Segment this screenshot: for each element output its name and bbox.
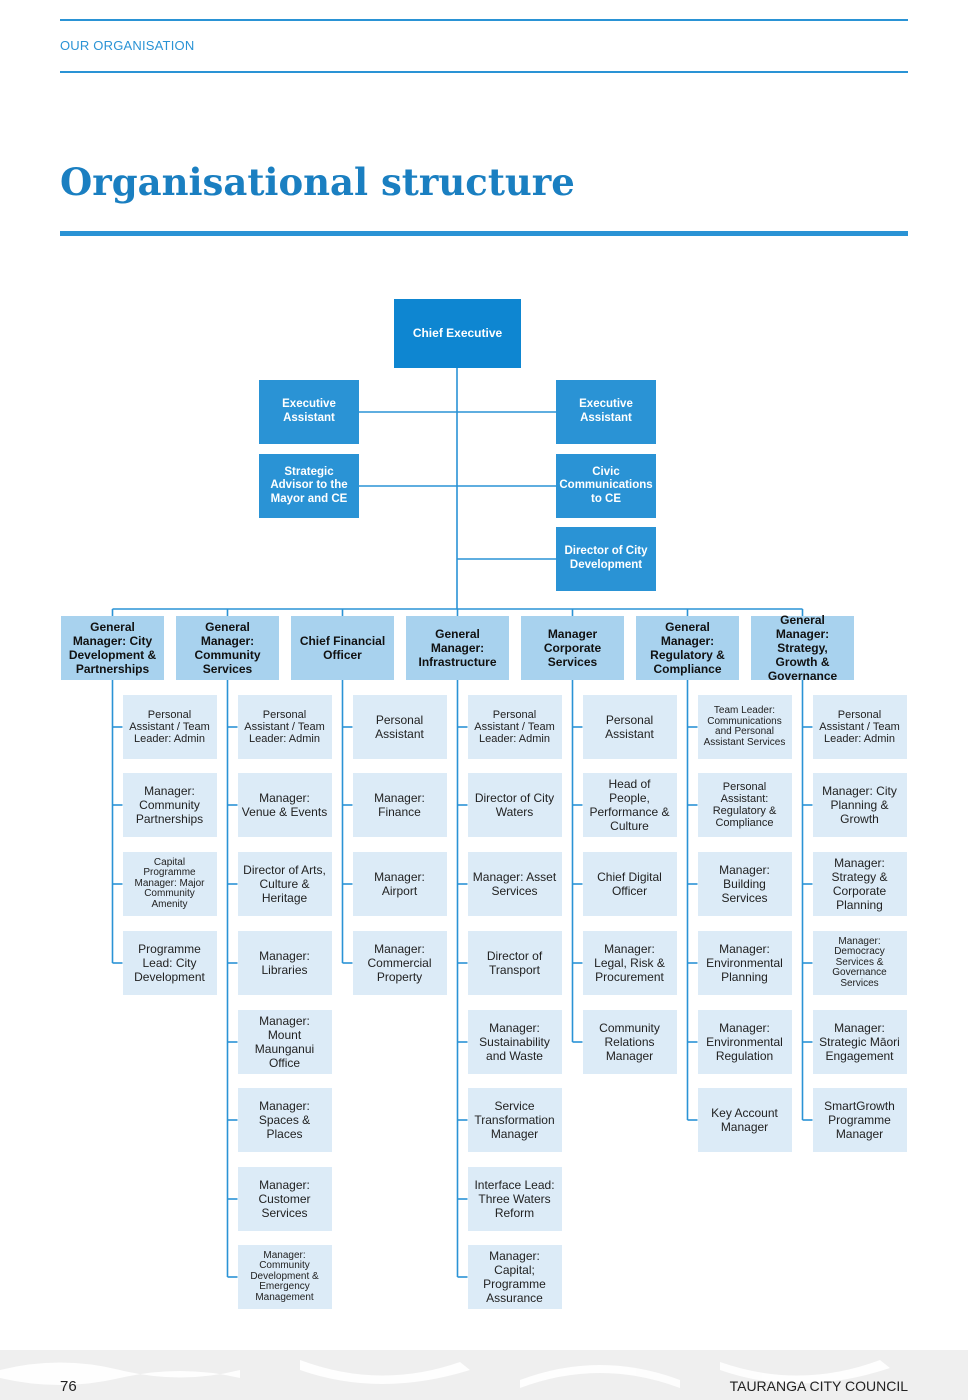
- report-box: Key Account Manager: [697, 1088, 792, 1152]
- division-head-box: General Manager: Infrastructure: [406, 616, 509, 680]
- page-number: 76: [60, 1378, 77, 1395]
- header-rule: [60, 71, 908, 73]
- report-box: Manager: City Planning & Growth: [812, 773, 907, 837]
- report-box: Personal Assistant: [352, 695, 447, 759]
- report-box: Personal Assistant / Team Leader: Admin: [467, 695, 562, 759]
- report-box: Personal Assistant: Regulatory & Complia…: [697, 773, 792, 837]
- report-box: Manager: Customer Services: [237, 1167, 332, 1231]
- office-left-box: Executive Assistant: [259, 380, 359, 444]
- report-box: Manager: Asset Services: [467, 852, 562, 916]
- report-box: Community Relations Manager: [582, 1010, 677, 1074]
- division-head-box: General Manager: Regulatory & Compliance: [636, 616, 739, 680]
- report-box: Manager: Environmental Regulation: [697, 1010, 792, 1074]
- report-box: Manager: Strategic Māori Engagement: [812, 1010, 907, 1074]
- report-box: Director of Arts, Culture & Heritage: [237, 852, 332, 916]
- report-box: SmartGrowth Programme Manager: [812, 1088, 907, 1152]
- report-box: Personal Assistant: [582, 695, 677, 759]
- report-box: Manager: Community Development & Emergen…: [237, 1245, 332, 1309]
- office-right-box: Executive Assistant: [556, 380, 656, 444]
- report-box: Manager: Legal, Risk & Procurement: [582, 931, 677, 995]
- report-box: Manager: Finance: [352, 773, 447, 837]
- report-box: Manager: Commercial Property: [352, 931, 447, 995]
- report-box: Programme Lead: City Development: [122, 931, 217, 995]
- report-box: Personal Assistant / Team Leader: Admin: [122, 695, 217, 759]
- report-box: Manager: Mount Maunganui Office: [237, 1010, 332, 1074]
- footer-band: [0, 1350, 968, 1400]
- page-title: Organisational structure: [60, 160, 575, 204]
- chief-executive-box: Chief Executive: [394, 299, 521, 368]
- report-box: Manager: Strategy & Corporate Planning: [812, 852, 907, 916]
- org-chart-connectors: [111, 368, 813, 1278]
- report-box: Manager: Democracy Services & Governance…: [812, 931, 907, 995]
- report-box: Personal Assistant / Team Leader: Admin: [237, 695, 332, 759]
- report-box: Manager: Community Partnerships: [122, 773, 217, 837]
- report-box: Manager: Sustainability and Waste: [467, 1010, 562, 1074]
- report-box: Manager: Spaces & Places: [237, 1088, 332, 1152]
- report-box: Manager: Venue & Events: [237, 773, 332, 837]
- report-box: Manager: Environmental Planning: [697, 931, 792, 995]
- footer-pattern: [0, 1360, 890, 1388]
- report-box: Director of Transport: [467, 931, 562, 995]
- report-box: Team Leader: Communications and Personal…: [697, 695, 792, 759]
- division-head-box: Chief Financial Officer: [291, 616, 394, 680]
- report-box: Service Transformation Manager: [467, 1088, 562, 1152]
- section-label: OUR ORGANISATION: [60, 38, 195, 53]
- division-head-box: General Manager: Community Services: [176, 616, 279, 680]
- division-head-box: General Manager: Strategy, Growth & Gove…: [751, 613, 854, 683]
- division-head-box: Manager Corporate Services: [521, 616, 624, 680]
- report-box: Capital Programme Manager: Major Communi…: [122, 852, 217, 916]
- report-box: Head of People, Performance & Culture: [582, 773, 677, 837]
- top-rule: [60, 19, 908, 21]
- report-box: Manager: Building Services: [697, 852, 792, 916]
- report-box: Manager: Airport: [352, 852, 447, 916]
- division-head-box: General Manager: City Development & Part…: [61, 616, 164, 680]
- report-box: Manager: Libraries: [237, 931, 332, 995]
- footer-organisation: TAURANGA CITY COUNCIL: [729, 1378, 908, 1394]
- report-box: Personal Assistant / Team Leader: Admin: [812, 695, 907, 759]
- office-right-box: Director of City Development: [556, 527, 656, 591]
- title-rule: [60, 231, 908, 236]
- report-box: Director of City Waters: [467, 773, 562, 837]
- report-box: Interface Lead: Three Waters Reform: [467, 1167, 562, 1231]
- report-box: Manager: Capital; Programme Assurance: [467, 1245, 562, 1309]
- office-left-box: Strategic Advisor to the Mayor and CE: [259, 454, 359, 518]
- report-box: Chief Digital Officer: [582, 852, 677, 916]
- office-right-box: Civic Communications to CE: [556, 454, 656, 518]
